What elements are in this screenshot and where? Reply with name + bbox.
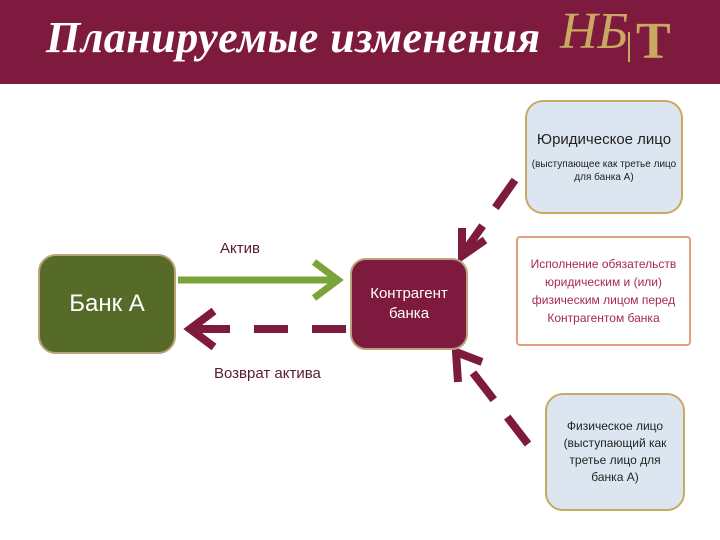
bank-a-node: Банк А: [38, 254, 176, 354]
asset-return-label: Возврат актива: [214, 365, 321, 382]
asset-arrow: [178, 259, 344, 301]
legal-obligation-arrow: [458, 177, 519, 264]
title-bar: Планируемые изменения НБ Т: [0, 0, 720, 84]
counterparty-node: Контрагент банка: [350, 258, 468, 350]
obligation-note: Исполнение обязательств юридическим и (и…: [516, 236, 691, 346]
physical-person-node: Физическое лицо (выступающий как третье …: [545, 393, 685, 511]
logo-divider: [628, 32, 630, 62]
bank-logo: НБ Т: [560, 6, 710, 74]
obligation-note-text: Исполнение обязательств юридическим и (и…: [530, 257, 677, 325]
counterparty-label: Контрагент банка: [370, 285, 448, 322]
page-title: Планируемые изменения: [46, 13, 541, 62]
legal-entity-node: Юридическое лицо (выступающее как третье…: [525, 100, 683, 214]
logo-monogram: НБ: [560, 3, 629, 60]
legal-entity-title: Юридическое лицо: [536, 131, 672, 148]
bank-a-label: Банк А: [69, 290, 145, 317]
physical-obligation-arrow: [451, 346, 532, 447]
physical-person-label: Физическое лицо (выступающий как третье …: [563, 419, 667, 484]
asset-label: Актив: [220, 240, 260, 257]
logo-letter: Т: [636, 13, 671, 70]
asset-return-arrow: [183, 307, 346, 351]
legal-entity-note: (выступающее как третье лицо для банка А…: [531, 159, 677, 183]
